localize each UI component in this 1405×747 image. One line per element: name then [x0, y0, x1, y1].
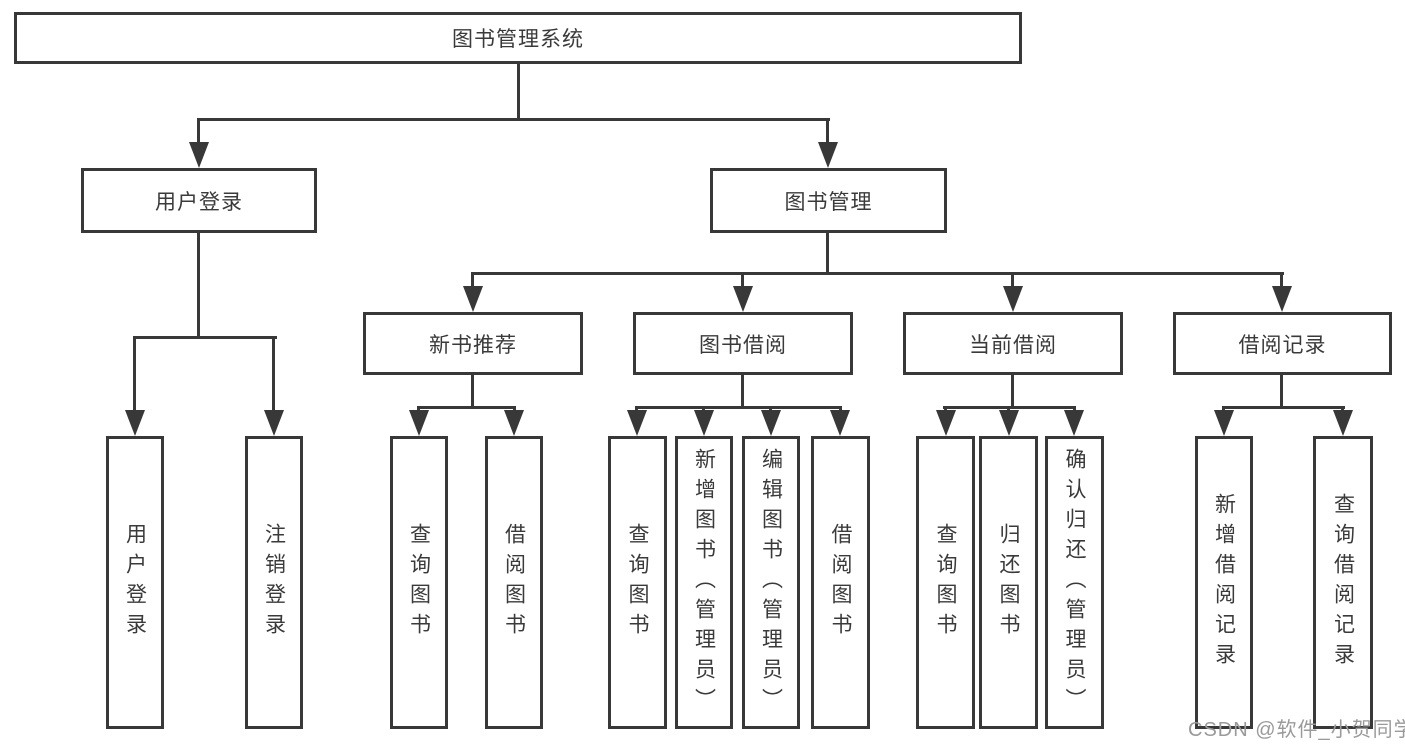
connector-line	[197, 118, 830, 121]
arrowhead-down-icon	[818, 142, 838, 168]
node-library-management-system: 图书管理系统	[14, 12, 1022, 64]
leaf-label: 新增借阅记录	[1212, 492, 1236, 673]
arrowhead-down-icon	[1272, 286, 1292, 312]
connector-line	[1280, 375, 1283, 409]
leaf-label: 借阅图书	[502, 522, 526, 643]
leaf-label: 确认归还（管理员）	[1063, 447, 1086, 718]
arrowhead-down-icon	[189, 142, 209, 168]
node-label: 图书借阅	[699, 333, 787, 357]
node-label: 新书推荐	[429, 333, 517, 357]
arrowhead-down-icon	[125, 410, 145, 436]
arrowhead-down-icon	[409, 410, 429, 436]
leaf-label: 编辑图书（管理员）	[759, 447, 783, 718]
arrowhead-down-icon	[761, 410, 781, 436]
node-label: 图书管理系统	[452, 28, 584, 51]
connector-line	[417, 406, 516, 409]
connector-line	[517, 64, 520, 120]
leaf-borrow-books: 借阅图书	[811, 436, 870, 729]
leaf-label: 查询借阅记录	[1331, 492, 1355, 673]
leaf-logout: 注销登录	[245, 436, 303, 729]
node-label: 用户登录	[155, 190, 243, 214]
leaf-edit-books-admin: 编辑图书（管理员）	[742, 436, 800, 729]
leaf-label: 新增图书（管理员）	[692, 447, 716, 718]
node-book-management: 图书管理	[710, 168, 947, 233]
arrowhead-down-icon	[627, 410, 647, 436]
connector-line	[826, 118, 829, 148]
leaf-search-books: 查询图书	[916, 436, 975, 729]
connector-line	[133, 336, 277, 339]
leaf-label: 查询图书	[934, 522, 957, 643]
arrowhead-down-icon	[463, 286, 483, 312]
node-book-borrowing: 图书借阅	[633, 312, 853, 375]
leaf-label: 借阅图书	[829, 522, 852, 643]
leaf-label: 用户登录	[123, 522, 147, 643]
leaf-borrow-books: 借阅图书	[485, 436, 543, 729]
leaf-user-login: 用户登录	[106, 436, 164, 729]
arrowhead-down-icon	[504, 410, 524, 436]
connector-line	[826, 233, 829, 275]
connector-line	[741, 272, 744, 290]
node-label: 当前借阅	[969, 333, 1057, 357]
connector-line	[741, 375, 744, 409]
leaf-return-books: 归还图书	[979, 436, 1038, 729]
node-current-borrowing: 当前借阅	[903, 312, 1123, 375]
csdn-watermark: CSDN @软件_小贺同学	[1188, 719, 1405, 741]
arrowhead-down-icon	[1333, 410, 1353, 436]
leaf-label: 查询图书	[626, 522, 649, 643]
connector-line	[197, 118, 200, 148]
connector-line	[197, 233, 200, 336]
node-user-login: 用户登录	[81, 168, 317, 233]
leaf-search-books: 查询图书	[390, 436, 448, 729]
arrowhead-down-icon	[264, 410, 284, 436]
leaf-label: 查询图书	[407, 522, 431, 643]
connector-line	[471, 272, 474, 290]
arrowhead-down-icon	[999, 410, 1019, 436]
connector-line	[1011, 375, 1014, 409]
connector-line	[1011, 272, 1014, 290]
leaf-label: 注销登录	[262, 522, 286, 643]
connector-line	[471, 272, 1284, 275]
node-borrowing-records: 借阅记录	[1173, 312, 1392, 375]
arrowhead-down-icon	[733, 286, 753, 312]
connector-line	[133, 336, 136, 414]
leaf-search-borrow-record: 查询借阅记录	[1313, 436, 1373, 729]
node-label: 借阅记录	[1238, 333, 1327, 357]
node-label: 图书管理	[784, 190, 873, 214]
leaf-confirm-return-admin: 确认归还（管理员）	[1045, 436, 1104, 729]
connector-line	[471, 375, 474, 409]
connector-line	[1280, 272, 1283, 290]
leaf-label: 归还图书	[997, 522, 1020, 643]
connector-line	[1222, 406, 1345, 409]
arrowhead-down-icon	[936, 410, 956, 436]
node-new-book-recommend: 新书推荐	[363, 312, 583, 375]
arrowhead-down-icon	[830, 410, 850, 436]
arrowhead-down-icon	[1214, 410, 1234, 436]
leaf-add-borrow-record: 新增借阅记录	[1195, 436, 1253, 729]
connector-line	[272, 336, 275, 414]
arrowhead-down-icon	[694, 410, 714, 436]
leaf-add-books-admin: 新增图书（管理员）	[675, 436, 733, 729]
arrowhead-down-icon	[1064, 410, 1084, 436]
connector-line	[635, 406, 842, 409]
arrowhead-down-icon	[1003, 286, 1023, 312]
leaf-search-books: 查询图书	[608, 436, 667, 729]
